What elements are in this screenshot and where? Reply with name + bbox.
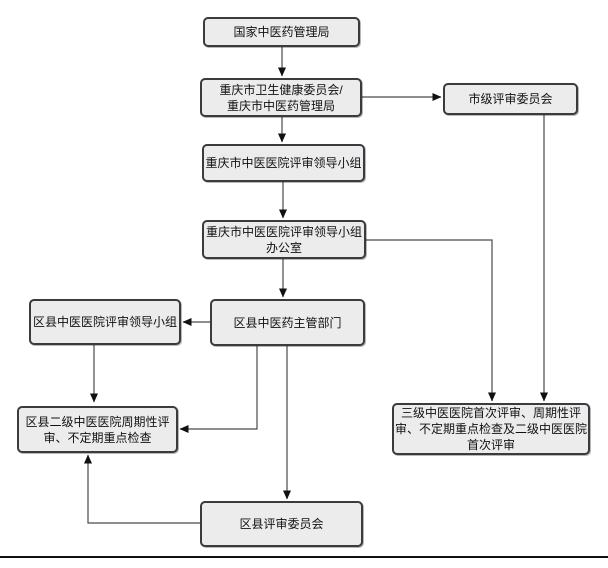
node-municipal-review-committee: 市级评审委员会 — [443, 83, 578, 115]
node-district-tcm-dept: 区县中医药主管部门 — [210, 299, 365, 346]
node-district-review-committee: 区县评审委员会 — [200, 501, 363, 547]
node-cq-review-leading-group-office: 重庆市中医医院评审领导小组 办公室 — [202, 220, 366, 259]
node-district-review-leading-group: 区县中医医院评审领导小组 — [29, 299, 181, 345]
node-label-line: 办公室 — [265, 240, 302, 255]
node-cq-review-leading-group: 重庆市中医医院评审领导小组 — [202, 144, 365, 182]
node-label: 重庆市中医医院评审领导小组 — [205, 156, 362, 170]
node-national-tcm-admin: 国家中医药管理局 — [203, 17, 360, 47]
connector-district-committee-to-periodic-review — [84, 454, 200, 524]
node-label-line: 三级中医医院首次评审、周期性评 — [400, 406, 581, 420]
bottom-divider — [0, 556, 608, 558]
node-label: 国家中医药管理局 — [233, 25, 330, 39]
node-tertiary-first-review: 三级中医医院首次评审、周期性评 审、不定期重点检查及二级中医医院 首次评审 — [392, 403, 590, 455]
node-label: 区县中医药主管部门 — [233, 315, 342, 330]
node-label-line: 重庆市卫生健康委员会/ — [219, 82, 343, 97]
node-cq-health-commission: 重庆市卫生健康委员会/ 重庆市中医药管理局 — [200, 78, 362, 117]
node-label-line: 首次评审 — [466, 438, 515, 452]
node-label-line: 重庆市中医药管理局 — [226, 98, 335, 113]
node-district-periodic-review: 区县二级中医医院周期性评 审、不定期重点检查 — [17, 406, 178, 453]
node-label-line: 区县二级中医医院周期性评 — [25, 414, 170, 429]
connector-district-dept-to-periodic-review — [179, 346, 258, 433]
node-label: 区县评审委员会 — [239, 517, 324, 531]
node-label: 区县中医医院评审领导小组 — [33, 315, 178, 329]
node-label-line: 重庆市中医医院评审领导小组 — [206, 224, 363, 239]
node-label-line: 审、不定期重点检查 — [43, 430, 152, 445]
connector-office-to-tertiary-review — [366, 239, 496, 402]
node-label: 市级评审委员会 — [468, 92, 553, 106]
node-label-line: 审、不定期重点检查及二级中医医院 — [395, 422, 588, 436]
